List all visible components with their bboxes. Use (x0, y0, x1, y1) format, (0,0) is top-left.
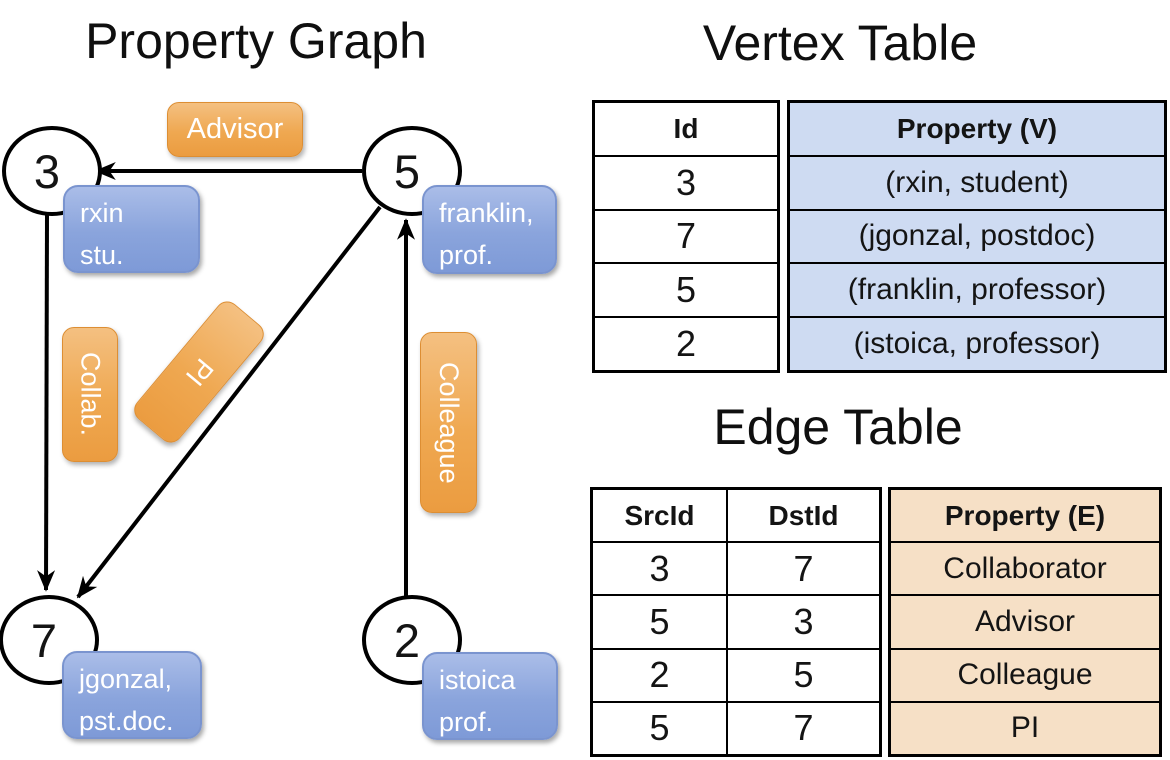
node-id: 3 (33, 144, 61, 198)
table-header-row: Property (E) (891, 490, 1159, 541)
edge-label-text: PI (179, 352, 220, 392)
vertex-card-line1: istoica (439, 665, 516, 695)
table-row: (jgonzal, postdoc) (790, 208, 1164, 263)
vertex-table-property-column: Property (V) (rxin, student) (jgonzal, p… (787, 100, 1167, 373)
edge-label-text: Colleague (434, 361, 464, 484)
edge-property-cell: Advisor (974, 605, 1076, 638)
edge-5-7 (76, 205, 382, 599)
table-row: 5 7 (593, 700, 879, 755)
edge-table-header-dstid: DstId (726, 490, 879, 542)
graph-title: Property Graph (85, 13, 427, 69)
vertex-card-line1: jgonzal, (79, 664, 173, 694)
vertex-id-cell: 5 (675, 269, 697, 311)
edge-label-colleague: Colleague (420, 332, 477, 513)
edge-table-header-property: Property (E) (944, 499, 1106, 531)
edge-dst-cell: 7 (726, 543, 879, 595)
edge-label-advisor: Advisor (167, 102, 303, 157)
node-id: 7 (30, 613, 58, 667)
vertex-property-cell: (jgonzal, postdoc) (858, 219, 1096, 253)
table-header-row: Property (V) (790, 103, 1164, 155)
edge-src-cell: 3 (649, 547, 670, 589)
table-row: PI (891, 700, 1159, 754)
edge-property-cell: Collaborator (943, 551, 1107, 585)
edge-table-property-column: Property (E) Collaborator Advisor Collea… (888, 487, 1162, 757)
vertex-table-header-id: Id (673, 112, 699, 144)
graph-edges-svg (37, 162, 415, 599)
vertex-card-rxin: rxin stu. (63, 185, 200, 273)
edge-table: SrcId DstId 3 7 5 3 2 5 5 7 Propert (590, 487, 1162, 757)
node-circle-5: 5 (362, 126, 462, 216)
vertex-property-cell: (rxin, student) (885, 165, 1069, 199)
vertex-card-line1: franklin, (439, 198, 534, 228)
vertex-card-line2: prof. (439, 706, 494, 737)
edge-dst-cell: 5 (726, 649, 879, 701)
edge-property-cell: Colleague (957, 658, 1093, 692)
vertex-card-jgonzal: jgonzal, pst.doc. (62, 651, 202, 739)
table-header-row: Id (595, 103, 777, 155)
node-id: 5 (393, 144, 421, 198)
table-row: 7 (595, 208, 777, 263)
table-row: (istoica, professor) (790, 316, 1164, 370)
vertex-card-line2: pst.doc. (79, 705, 174, 736)
table-row: 2 (595, 316, 777, 370)
table-row: 3 (595, 154, 777, 209)
edge-label-text: Advisor (186, 113, 284, 145)
edge-label-text: Collab. (75, 352, 106, 437)
table-row: Colleague (891, 647, 1159, 701)
node-id: 2 (393, 613, 421, 667)
vertex-card-line2: stu. (80, 239, 124, 270)
edge-dst-cell: 3 (726, 596, 879, 648)
node-circle-2: 2 (362, 595, 462, 685)
vertex-property-cell: (franklin, professor) (847, 273, 1107, 307)
edge-dst-cell: 7 (726, 702, 879, 755)
vertex-id-cell: 7 (675, 215, 697, 257)
table-row: Collaborator (891, 541, 1159, 594)
edge-label-collab: Collab. (62, 327, 118, 462)
table-row: 5 (595, 262, 777, 316)
edge-table-header-srcid: SrcId (624, 499, 695, 531)
vertex-card-line1: rxin (80, 198, 124, 228)
table-row: 5 3 (593, 594, 879, 648)
vertex-id-cell: 3 (675, 161, 697, 203)
table-row: (rxin, student) (790, 154, 1164, 209)
vertex-table-header-property: Property (V) (896, 112, 1058, 144)
vertex-card-line2: prof. (439, 239, 494, 270)
edge-src-cell: 5 (649, 601, 670, 642)
edge-table-title: Edge Table (713, 399, 963, 455)
vertex-table-id-column: Id 3 7 5 2 (592, 100, 780, 373)
edge-property-cell: PI (1010, 711, 1040, 745)
table-row: (franklin, professor) (790, 262, 1164, 316)
table-row: Advisor (891, 594, 1159, 647)
vertex-id-cell: 2 (675, 323, 697, 365)
table-row: 2 5 (593, 647, 879, 701)
vertex-table: Id 3 7 5 2 Property (V) (rxin, student) (592, 100, 1167, 373)
edge-table-id-columns: SrcId DstId 3 7 5 3 2 5 5 7 (590, 487, 882, 757)
table-header-row: SrcId DstId (593, 490, 879, 542)
table-row: 3 7 (593, 541, 879, 595)
edge-3-7 (37, 213, 56, 592)
edge-src-cell: 5 (649, 707, 670, 749)
edge-src-cell: 2 (649, 654, 670, 696)
vertex-card-istoica: istoica prof. (422, 652, 558, 740)
vertex-property-cell: (istoica, professor) (853, 327, 1101, 361)
vertex-table-title: Vertex Table (702, 15, 978, 71)
vertex-card-franklin: franklin, prof. (422, 185, 557, 274)
